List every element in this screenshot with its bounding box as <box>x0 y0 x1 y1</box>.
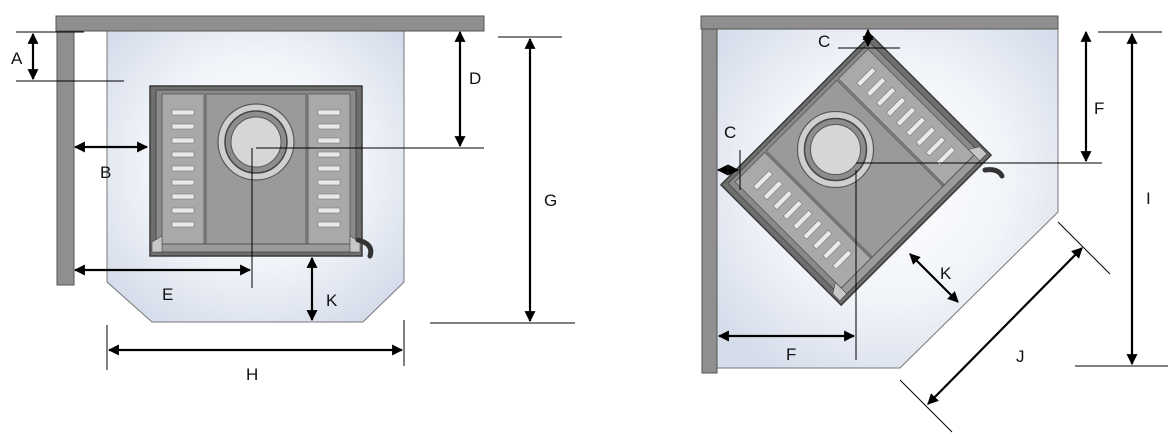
dim-c-side-label: C <box>724 123 736 142</box>
dim-i-label: I <box>1146 189 1151 208</box>
dim-h-label: H <box>246 365 258 384</box>
dim-f-bottom-label: F <box>786 345 796 364</box>
dim-e-label: E <box>162 285 173 304</box>
left-stove <box>150 86 362 256</box>
dim-k-label: K <box>326 291 338 310</box>
dim-j-label: J <box>1016 347 1025 366</box>
left-stove-handle <box>355 237 374 259</box>
right-rear-wall <box>700 15 1059 30</box>
dim-d-label: D <box>469 69 481 88</box>
left-diagram: A B D E K G H <box>11 15 575 384</box>
left-rear-wall <box>55 15 485 32</box>
left-side-wall <box>56 30 75 286</box>
dim-c-top-label: C <box>818 32 830 51</box>
right-stove-handle <box>982 167 1005 179</box>
dim-b-label: B <box>100 163 111 182</box>
dim-g-label: G <box>544 191 557 210</box>
dim-j-upper-ext <box>1057 221 1111 275</box>
dim-j-arrow <box>927 247 1083 405</box>
dim-f-side-label: F <box>1094 99 1104 118</box>
dim-j-lower-ext <box>899 379 953 433</box>
dim-a-label: A <box>11 49 23 68</box>
right-diagram: C C F F K I J <box>700 15 1168 433</box>
right-side-wall <box>701 28 718 374</box>
dim-k-diagonal-label: K <box>940 264 952 283</box>
